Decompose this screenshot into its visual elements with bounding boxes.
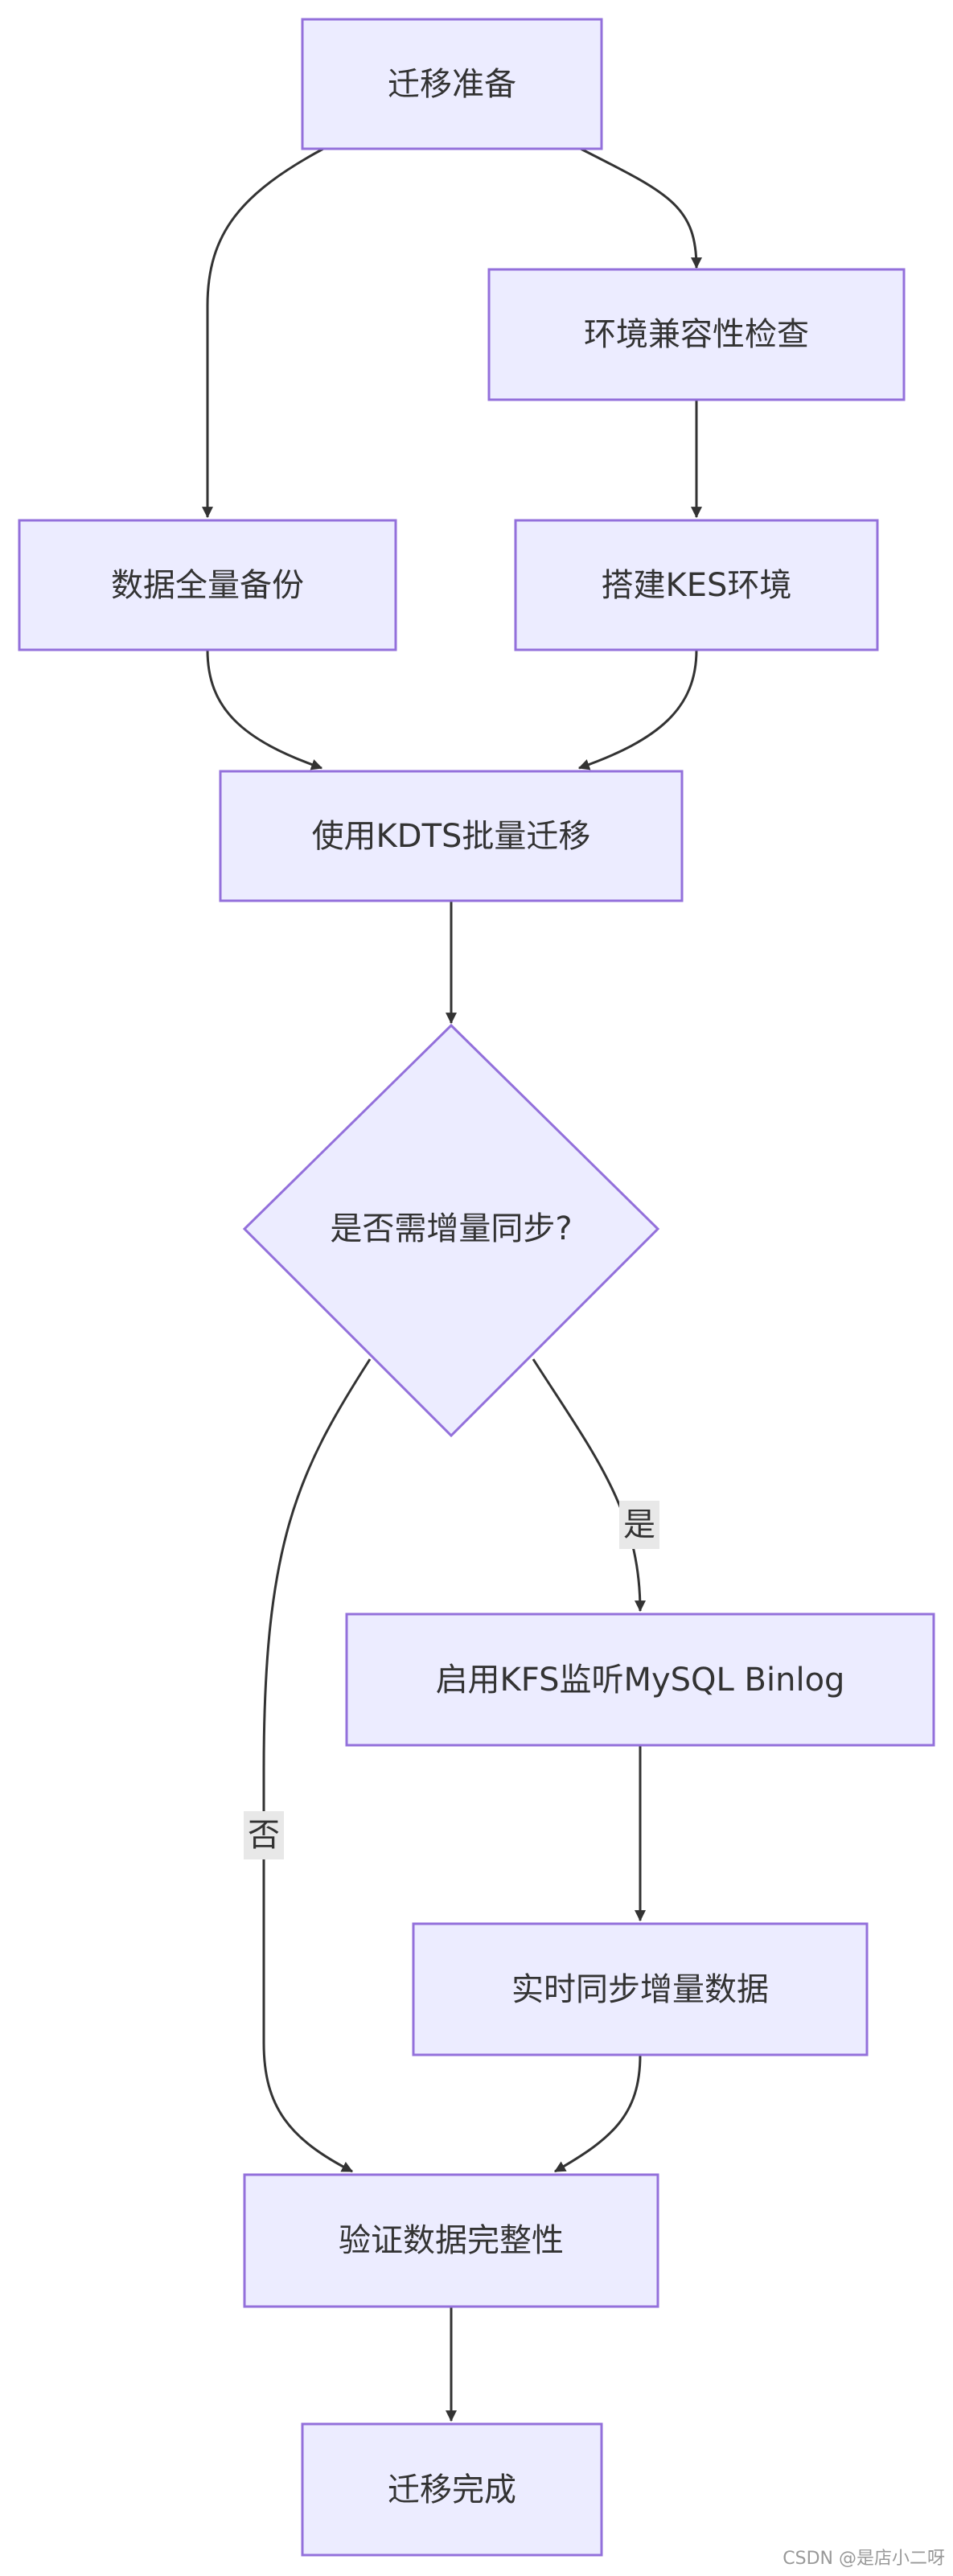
node-full-backup: 数据全量备份 (18, 519, 397, 651)
edge-label-yes: 是 (619, 1501, 659, 1549)
node-need-incremental-decision: 是否需增量同步? (242, 1023, 660, 1438)
node-build-kes-label: 搭建KES环境 (602, 567, 792, 604)
edge-full-backup-to-kdts (206, 649, 323, 770)
node-prepare: 迁移准备 (301, 18, 603, 150)
node-verify: 验证数据完整性 (243, 2173, 659, 2308)
edge-decision-yes-to-kfs (532, 1358, 646, 1613)
edge-label-yes-bg (619, 1501, 659, 1549)
node-enable-kfs: 启用KFS监听MySQL Binlog (345, 1613, 935, 1747)
edges (202, 147, 702, 2422)
node-prepare-label: 迁移准备 (388, 66, 516, 103)
node-realtime-sync-label: 实时同步增量数据 (511, 1971, 769, 2008)
edge-label-yes-text: 是 (623, 1506, 655, 1543)
edge-build-kes-to-kdts (577, 649, 698, 770)
edge-prepare-to-full-backup (202, 147, 324, 519)
node-full-backup-label: 数据全量备份 (111, 567, 304, 604)
node-kdts-migrate-label: 使用KDTS批量迁移 (312, 818, 591, 855)
edge-label-no: 否 (244, 1811, 284, 1859)
node-realtime-sync: 实时同步增量数据 (412, 1922, 869, 2056)
node-done-label: 迁移完成 (388, 2471, 516, 2508)
node-env-check-label: 环境兼容性检查 (584, 316, 809, 353)
node-done: 迁移完成 (301, 2422, 603, 2557)
edge-decision-no-to-verify (262, 1358, 372, 2173)
node-kdts-migrate: 使用KDTS批量迁移 (219, 770, 684, 902)
edge-realtime-to-verify (553, 2054, 642, 2173)
edge-label-no-bg (244, 1811, 284, 1859)
node-need-incremental-label: 是否需增量同步? (330, 1210, 572, 1247)
watermark: CSDN @是店小二呀 (783, 2549, 945, 2569)
edge-label-no-text: 否 (248, 1817, 280, 1854)
node-env-check: 环境兼容性检查 (487, 268, 906, 401)
edge-prepare-to-env-check (580, 147, 702, 269)
node-enable-kfs-label: 启用KFS监听MySQL Binlog (436, 1662, 845, 1699)
node-verify-label: 验证数据完整性 (339, 2222, 564, 2259)
node-build-kes: 搭建KES环境 (514, 519, 879, 651)
